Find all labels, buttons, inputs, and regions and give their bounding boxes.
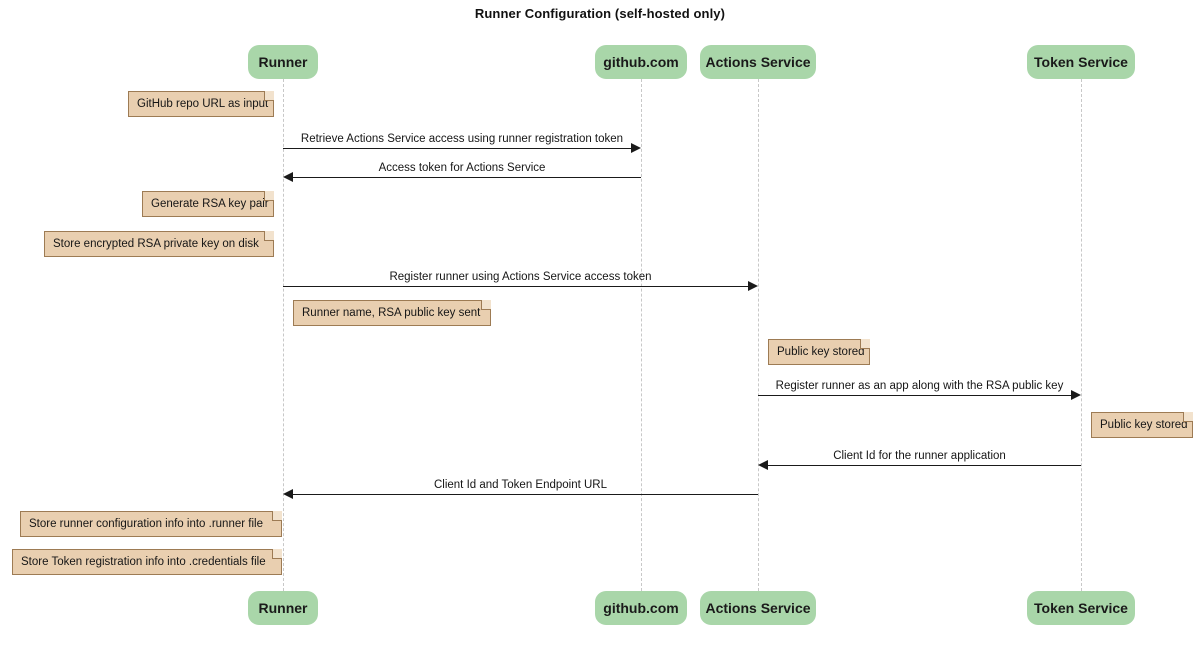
arrowhead-m5	[758, 460, 768, 470]
note-text: Public key stored	[777, 346, 865, 358]
note-text: Generate RSA key pair	[151, 198, 269, 210]
participant-actions-top[interactable]: Actions Service	[700, 45, 816, 79]
note-runner-name-public-key: Runner name, RSA public key sent	[293, 300, 491, 326]
participant-actions-bottom[interactable]: Actions Service	[700, 591, 816, 625]
note-fold-corner	[272, 549, 282, 559]
note-text: Store runner configuration info into .ru…	[29, 518, 263, 530]
note-store-runner-config: Store runner configuration info into .ru…	[20, 511, 282, 537]
participant-label: Actions Service	[705, 54, 811, 70]
note-fold-corner	[860, 339, 870, 349]
message-line-m6	[293, 494, 758, 495]
participant-token-bottom[interactable]: Token Service	[1027, 591, 1135, 625]
note-store-token-registration: Store Token registration info into .cred…	[12, 549, 282, 575]
lifeline-token	[1081, 79, 1082, 591]
note-fold-corner	[481, 300, 491, 310]
note-text: Store encrypted RSA private key on disk	[53, 238, 259, 250]
message-line-m4	[758, 395, 1071, 396]
message-line-m2	[293, 177, 641, 178]
page-title: Runner Configuration (self-hosted only)	[474, 6, 726, 21]
message-line-m3	[283, 286, 748, 287]
participant-label: github.com	[603, 600, 679, 616]
participant-token-top[interactable]: Token Service	[1027, 45, 1135, 79]
message-line-m1	[283, 148, 631, 149]
lifeline-github	[641, 79, 642, 591]
note-public-key-stored-token: Public key stored	[1091, 412, 1193, 438]
arrowhead-m1	[631, 143, 641, 153]
note-fold-corner	[264, 91, 274, 101]
participant-label: github.com	[603, 54, 679, 70]
arrowhead-m6	[283, 489, 293, 499]
note-store-encrypted-private-key: Store encrypted RSA private key on disk	[44, 231, 274, 257]
arrowhead-m4	[1071, 390, 1081, 400]
note-generate-rsa-key-pair: Generate RSA key pair	[142, 191, 274, 217]
participant-github-bottom[interactable]: github.com	[595, 591, 687, 625]
participant-github-top[interactable]: github.com	[595, 45, 687, 79]
message-label-m2: Access token for Actions Service	[378, 162, 546, 174]
note-text: GitHub repo URL as input	[137, 98, 269, 110]
participant-label: Runner	[258, 54, 308, 70]
message-label-m1: Retrieve Actions Service access using ru…	[300, 133, 624, 145]
arrowhead-m3	[748, 281, 758, 291]
note-text: Runner name, RSA public key sent	[302, 307, 481, 319]
participant-runner-bottom[interactable]: Runner	[248, 591, 318, 625]
message-line-m5	[768, 465, 1081, 466]
lifeline-actions	[758, 79, 759, 591]
participant-label: Runner	[258, 600, 308, 616]
participant-label: Actions Service	[705, 600, 811, 616]
participant-label: Token Service	[1034, 600, 1128, 616]
message-label-m4: Register runner as an app along with the…	[775, 380, 1064, 392]
participant-runner-top[interactable]: Runner	[248, 45, 318, 79]
message-label-m6: Client Id and Token Endpoint URL	[433, 479, 608, 491]
note-text: Store Token registration info into .cred…	[21, 556, 266, 568]
lifeline-runner	[283, 79, 284, 591]
note-public-key-stored-actions: Public key stored	[768, 339, 870, 365]
note-fold-corner	[272, 511, 282, 521]
message-label-m3: Register runner using Actions Service ac…	[389, 271, 652, 283]
note-github-repo-url: GitHub repo URL as input	[128, 91, 274, 117]
note-fold-corner	[264, 191, 274, 201]
note-text: Public key stored	[1100, 419, 1188, 431]
arrowhead-m2	[283, 172, 293, 182]
note-fold-corner	[264, 231, 274, 241]
message-label-m5: Client Id for the runner application	[833, 450, 1006, 462]
participant-label: Token Service	[1034, 54, 1128, 70]
note-fold-corner	[1183, 412, 1193, 422]
